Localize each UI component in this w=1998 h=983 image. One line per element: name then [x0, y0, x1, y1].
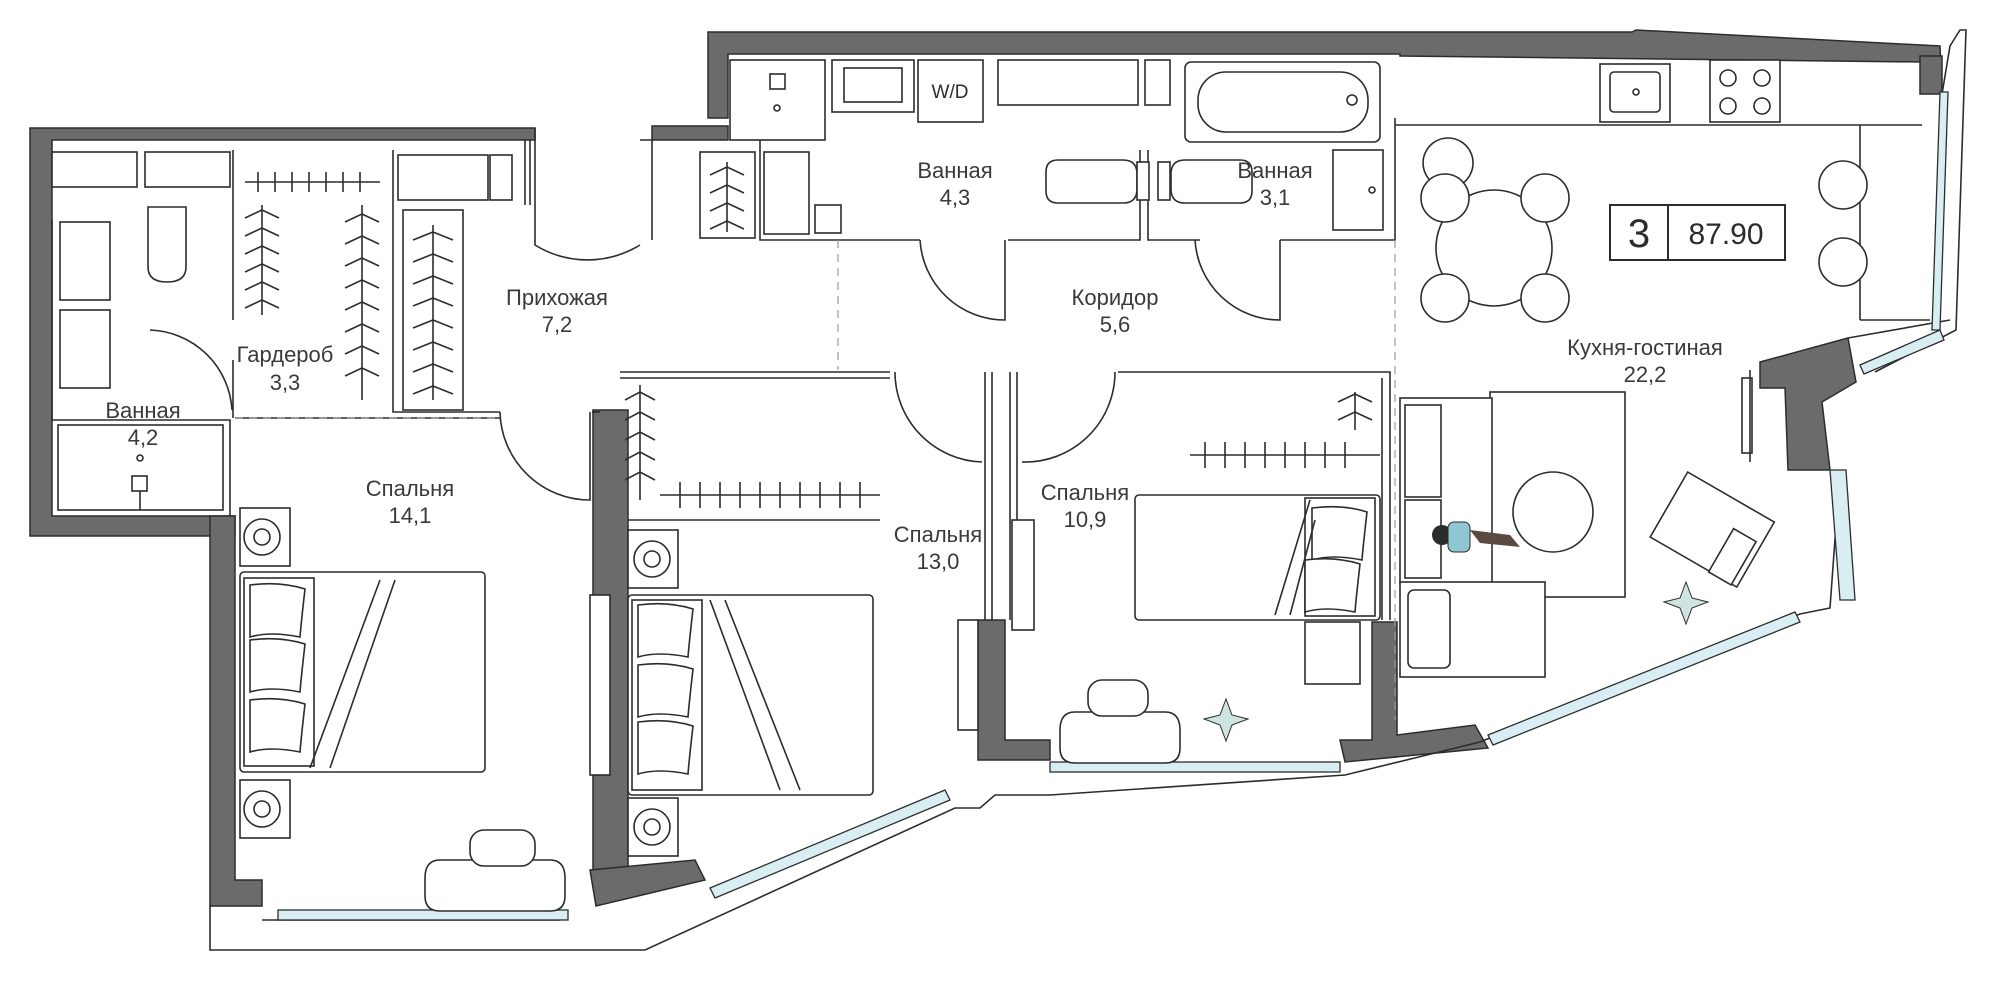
washer-dryer-label: W/D: [932, 82, 969, 103]
room-area-kitchen-living: 22,2: [1624, 362, 1667, 387]
window-bedroom-13-0: [709, 789, 951, 899]
room-name-bath-4-2: Ванная: [105, 398, 180, 423]
room-name-corridor: Коридор: [1072, 285, 1159, 310]
washer-dryer: [917, 59, 984, 123]
room-area-hallway: 7,2: [542, 312, 573, 337]
room-area-bedroom-13-0: 13,0: [917, 549, 960, 574]
door-bath-3-1: [1194, 239, 1281, 321]
toilet-icon: [1045, 159, 1138, 204]
toilet-icon: [147, 206, 187, 283]
room-name-kitchen-living: Кухня-гостиная: [1567, 335, 1723, 360]
room-area-bath-3-1: 3,1: [1260, 185, 1291, 210]
entrance-rack: [699, 151, 756, 239]
plant-icon: [1662, 580, 1710, 626]
room-area-bath-4-2: 4,2: [128, 425, 159, 450]
dining-table: [1435, 189, 1553, 307]
room-name-wardrobe: Гардероб: [237, 342, 334, 367]
window-bedroom-14-1: [277, 909, 569, 921]
rooms-count: 3: [1628, 212, 1650, 256]
coffee-table: [1512, 471, 1594, 553]
room-area-corridor: 5,6: [1100, 312, 1131, 337]
door-bath-4-3: [919, 239, 1006, 321]
cooktop: [1709, 59, 1781, 123]
plant-icon: [1202, 697, 1250, 743]
bath-3-1-fixtures: [1157, 61, 1384, 231]
windows: [277, 91, 1949, 921]
room-area-bath-4-3: 4,3: [940, 185, 971, 210]
room-area-bedroom-10-9: 10,9: [1064, 507, 1107, 532]
door-bedroom-14-1: [499, 411, 591, 501]
entrance-door: [534, 128, 641, 261]
window-living-corner: [1859, 329, 1945, 375]
window-living-east: [1931, 91, 1949, 331]
window-living-south: [1487, 611, 1801, 746]
sink-2: [59, 309, 111, 389]
zone-dividers: [235, 240, 1396, 720]
room-name-hallway: Прихожая: [506, 285, 608, 310]
room-name-bedroom-10-9: Спальня: [1041, 480, 1129, 505]
bedroom-14-1-fixtures: [239, 507, 566, 912]
window-bedroom-10-9: [1049, 761, 1341, 773]
living-fixtures: [1399, 391, 1776, 678]
room-area-bedroom-14-1: 14,1: [389, 503, 432, 528]
shower: [729, 59, 826, 141]
bedroom-13-0-fixtures: [589, 385, 979, 857]
apartment-badge: 3 87.90: [1609, 204, 1786, 261]
toilet-icon: [1170, 159, 1253, 204]
window-living-bay: [1829, 469, 1856, 601]
chair-icon: [1059, 711, 1181, 764]
total-area: 87.90: [1688, 218, 1763, 251]
chair-icon: [424, 859, 566, 912]
person-icon: [1432, 521, 1520, 553]
doors: [149, 128, 1281, 501]
sink-1: [59, 221, 111, 301]
wardrobe-fixtures: [244, 154, 513, 411]
room-name-bath-4-3: Ванная: [917, 158, 992, 183]
room-name-bedroom-14-1: Спальня: [366, 476, 454, 501]
door-bedroom-13-0: [894, 371, 983, 463]
kitchen-fixtures: [1420, 59, 1868, 462]
room-name-bath-3-1: Ванная: [1237, 158, 1312, 183]
bath-4-2-fixtures: [51, 151, 231, 511]
partitions: [51, 118, 1930, 620]
room-area-wardrobe: 3,3: [270, 370, 301, 395]
room-labels: Ванная 4,2 Гардероб 3,3 Прихожая 7,2 Ван…: [105, 158, 1723, 574]
bath-4-3-fixtures: W/D: [729, 59, 1171, 235]
door-bedroom-10-9: [1021, 371, 1116, 463]
door-bath-4-2: [149, 329, 233, 411]
bedroom-10-9-fixtures: [1011, 392, 1381, 764]
room-name-bedroom-13-0: Спальня: [894, 522, 982, 547]
